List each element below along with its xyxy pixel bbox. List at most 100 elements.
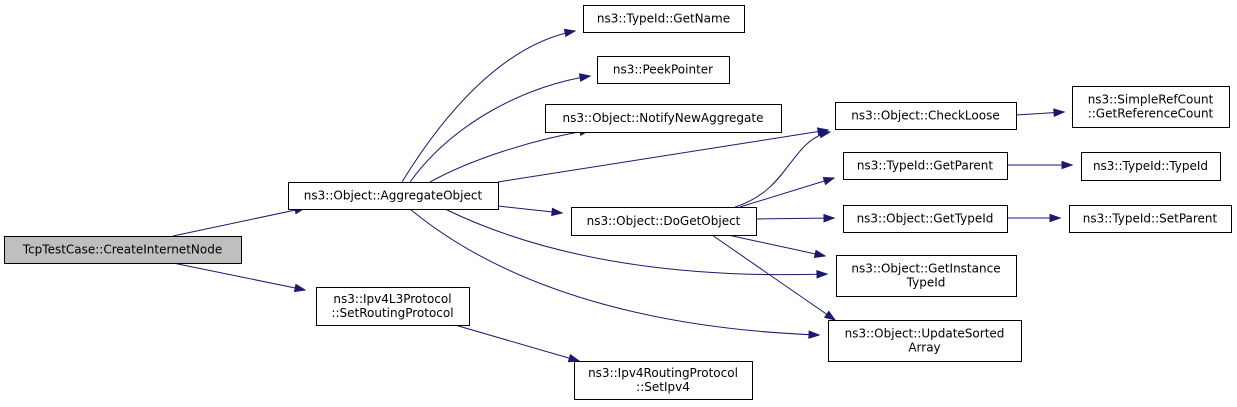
edge-line xyxy=(454,324,580,362)
node-box xyxy=(288,182,499,210)
node-box xyxy=(597,56,730,84)
edge-line xyxy=(734,131,831,208)
arrowhead-icon xyxy=(551,207,564,217)
node-label: ns3::Object::DoGetObject xyxy=(587,214,741,228)
edge-line xyxy=(429,129,591,183)
edge-setrouting-to-setipv4 xyxy=(454,324,581,363)
edge-aggregate-to-dogetobject xyxy=(497,205,564,217)
edge-line xyxy=(172,207,306,237)
edge-line xyxy=(172,262,306,291)
edge-dogetobject-to-checkloose xyxy=(734,129,832,208)
node-box xyxy=(316,287,470,326)
arrowhead-icon xyxy=(567,353,581,363)
edge-gettypeid-to-setparent xyxy=(1007,213,1062,223)
node-gettypeid[interactable]: ns3::Object::GetTypeId xyxy=(843,205,1008,233)
node-label: ns3::TypeId::SetParent xyxy=(1083,212,1218,226)
arrowhead-icon xyxy=(808,330,821,339)
node-getrefcount[interactable]: ns3::SimpleRefCount::GetReferenceCount xyxy=(1072,86,1230,128)
node-label: ns3::Object::UpdateSorted xyxy=(845,327,1005,341)
edge-line xyxy=(409,208,820,336)
node-label: ::GetReferenceCount xyxy=(1088,107,1214,121)
node-label: ns3::TypeId::TypeId xyxy=(1093,159,1208,173)
edge-root-to-aggregate xyxy=(172,205,307,237)
node-box xyxy=(843,152,1008,180)
edge-root-to-setrouting xyxy=(172,262,307,293)
node-label: TypeId xyxy=(906,276,946,290)
node-setparent[interactable]: ns3::TypeId::SetParent xyxy=(1069,205,1232,233)
edge-dogetobject-to-gettypeid xyxy=(755,213,836,223)
node-label: ns3::TypeId::GetParent xyxy=(857,159,993,173)
node-root[interactable]: TcpTestCase::CreateInternetNode xyxy=(4,236,242,264)
edge-line xyxy=(409,75,591,183)
edge-aggregate-to-peek xyxy=(409,73,592,183)
node-label: ::SetRoutingProtocol xyxy=(331,306,453,320)
node-getname[interactable]: ns3::TypeId::GetName xyxy=(583,5,745,33)
edge-aggregate-to-updatesorted xyxy=(409,208,821,339)
arrowhead-icon xyxy=(1053,108,1066,117)
node-box xyxy=(574,361,753,400)
arrowhead-icon xyxy=(1049,213,1062,223)
arrowhead-icon xyxy=(818,129,832,139)
node-box xyxy=(571,207,757,236)
node-aggregate[interactable]: ns3::Object::AggregateObject xyxy=(288,182,499,210)
edge-line xyxy=(739,177,835,208)
edge-dogetobject-to-getparent xyxy=(739,176,836,208)
node-peek[interactable]: ns3::PeekPointer xyxy=(597,56,730,84)
arrowhead-icon xyxy=(1061,160,1074,170)
edge-line xyxy=(497,129,829,183)
edge-line xyxy=(711,234,836,321)
node-setrouting[interactable]: ns3::Ipv4L3Protocol::SetRoutingProtocol xyxy=(316,287,470,326)
node-label: ns3::Object::GetTypeId xyxy=(857,212,994,226)
edge-line xyxy=(727,234,826,257)
edge-checkloose-to-getrefcount xyxy=(1015,108,1066,117)
node-box xyxy=(836,255,1017,297)
node-label: ns3::Object::GetInstance xyxy=(851,262,1000,276)
edge-dogetobject-to-updatesorted xyxy=(711,234,837,321)
node-setipv4[interactable]: ns3::Ipv4RoutingProtocol::SetIpv4 xyxy=(574,361,753,400)
node-dogetobject[interactable]: ns3::Object::DoGetObject xyxy=(571,207,757,236)
node-label: Array xyxy=(908,341,940,355)
node-box xyxy=(835,102,1017,130)
node-notify[interactable]: ns3::Object::NotifyNewAggregate xyxy=(545,104,782,133)
nodes-layer: TcpTestCase::CreateInternetNodens3::Obje… xyxy=(4,5,1232,400)
node-label: ns3::SimpleRefCount xyxy=(1088,93,1214,107)
node-box xyxy=(4,236,242,264)
node-checkloose[interactable]: ns3::Object::CheckLoose xyxy=(835,102,1017,130)
arrowhead-icon xyxy=(823,213,836,223)
node-label: ::SetIpv4 xyxy=(636,380,690,394)
arrowhead-icon xyxy=(816,270,829,279)
arrowhead-icon xyxy=(823,310,837,321)
edge-dogetobject-to-getinstance xyxy=(727,234,827,258)
edge-aggregate-to-getinstance xyxy=(444,208,829,279)
node-label: ns3::Object::CheckLoose xyxy=(851,109,999,123)
node-label: ns3::Ipv4L3Protocol xyxy=(333,292,451,306)
node-box xyxy=(1069,205,1232,233)
edge-line xyxy=(497,205,563,214)
node-label: ns3::Object::AggregateObject xyxy=(304,189,483,203)
node-box xyxy=(843,205,1008,233)
node-getparent[interactable]: ns3::TypeId::GetParent xyxy=(843,152,1008,180)
edge-line xyxy=(444,208,828,276)
node-typeidctor[interactable]: ns3::TypeId::TypeId xyxy=(1081,152,1221,181)
edge-getparent-to-typeidctor xyxy=(1007,160,1074,170)
node-label: ns3::PeekPointer xyxy=(613,63,713,77)
edge-aggregate-to-getname xyxy=(401,28,577,183)
arrowhead-icon xyxy=(293,283,307,293)
edge-line xyxy=(755,217,835,220)
node-label: TcpTestCase::CreateInternetNode xyxy=(22,243,222,257)
node-label: ns3::Ipv4RoutingProtocol xyxy=(588,366,738,380)
node-box xyxy=(545,104,782,133)
arrowhead-icon xyxy=(578,73,592,82)
node-label: ns3::TypeId::GetName xyxy=(597,12,730,26)
node-box xyxy=(1081,152,1221,181)
edge-aggregate-to-checkloose xyxy=(497,127,830,183)
arrowhead-icon xyxy=(563,28,577,38)
node-box xyxy=(1072,86,1230,128)
edges-layer xyxy=(172,28,1074,363)
node-box xyxy=(583,5,745,33)
arrowhead-icon xyxy=(813,249,827,258)
node-box xyxy=(828,320,1022,362)
